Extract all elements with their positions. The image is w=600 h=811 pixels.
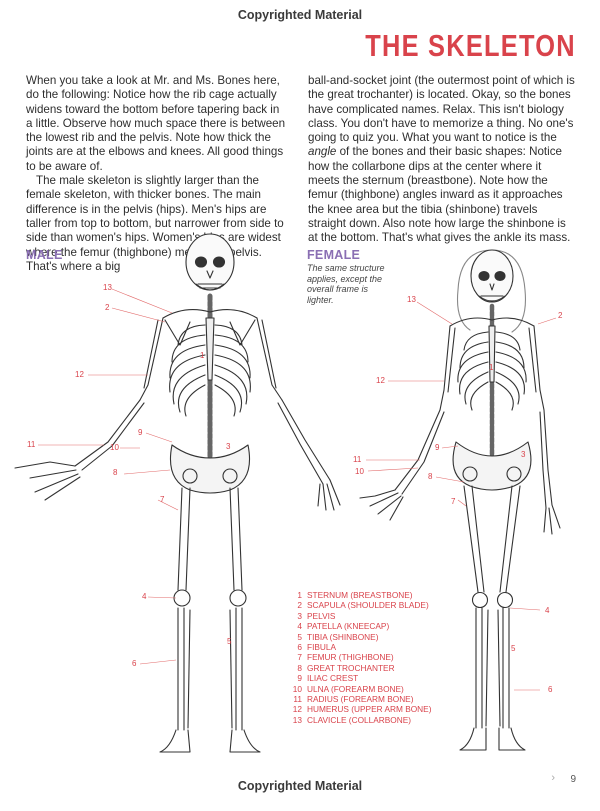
legend-number: 9 [297,673,302,684]
female-callout-9: 9 [435,443,440,452]
legend-label: TIBIA (SHINBONE) [307,631,379,642]
page-title: THE SKELETON [365,28,576,63]
male-callout-8: 8 [113,468,118,477]
male-callout-13: 13 [103,283,112,292]
right-paragraph-1-a: ball-and-socket joint (the outermost poi… [308,74,575,145]
legend-number: 8 [297,662,302,673]
male-callout-4: 4 [142,592,147,601]
legend-number: 6 [297,642,302,653]
male-callout-9: 9 [138,428,143,437]
male-callout-5: 5 [227,637,232,646]
legend-number: 3 [297,610,302,621]
male-callout-7: 7 [160,495,165,504]
female-callout-5: 5 [511,644,516,653]
watermark-bottom: Copyrighted Material [237,779,363,793]
legend-label: CLAVICLE (COLLARBONE) [307,714,412,725]
right-paragraph-1: ball-and-socket joint (the outermost poi… [308,74,576,246]
legend-label: HUMERUS (UPPER ARM BONE) [307,704,432,715]
legend-item: 13 CLAVICLE (COLLARBONE) [290,715,431,725]
legend-number: 13 [292,714,302,725]
female-callout-1: 1 [489,363,494,372]
left-paragraph-1: When you take a look at Mr. and Ms. Bone… [26,74,286,173]
female-callout-11: 11 [353,455,362,464]
legend-item: 5 TIBIA (SHINBONE) [290,632,431,642]
legend-item: 2 SCAPULA (SHOULDER BLADE) [290,600,431,610]
watermark-top: Copyrighted Material [237,8,363,22]
legend-item: 10 ULNA (FOREARM BONE) [290,684,431,694]
right-text-column: ball-and-socket joint (the outermost poi… [308,74,576,246]
legend-label: RADIUS (FOREARM BONE) [307,694,414,705]
legend-label: ULNA (FOREARM BONE) [307,683,404,694]
legend-number: 1 [297,590,302,600]
legend-item: 9 ILIAC CREST [290,673,431,683]
male-callout-1: 1 [200,351,205,360]
legend-label: FEMUR (THIGHBONE) [307,652,394,663]
legend-label: GREAT TROCHANTER [307,662,395,673]
legend-number: 5 [297,631,302,642]
male-callout-6: 6 [132,659,137,668]
male-callout-2: 2 [105,303,110,312]
legend-number: 11 [293,694,302,705]
male-callout-3: 3 [226,442,231,451]
male-callout-10: 10 [110,443,119,452]
legend-number: 4 [297,621,302,632]
female-callout-2: 2 [558,311,563,320]
bone-legend: 1 STERNUM (BREASTBONE) 2 SCAPULA (SHOULDER… [290,590,432,725]
legend-item: 6 FIBULA [290,642,431,652]
female-callout-8: 8 [428,472,433,481]
female-header: FEMALE [307,248,361,262]
legend-label: FIBULA [307,642,337,653]
page-arrow-icon: › [551,772,555,784]
legend-label: PATELLA (KNEECAP) [307,621,390,632]
male-callout-12: 12 [75,370,84,379]
legend-item: 11 RADIUS (FOREARM BONE) [290,694,431,704]
legend-number: 7 [297,652,302,663]
male-header: MALE [26,248,63,262]
female-callout-6: 6 [548,685,553,694]
legend-label: SCAPULA (SHOULDER BLADE) [307,600,429,611]
legend-number: 10 [292,683,302,694]
female-callout-12: 12 [376,376,385,385]
right-paragraph-1-emphasis: angle [308,145,337,159]
legend-label: PELVIS [307,610,336,621]
legend-label: STERNUM (BREASTBONE) [307,590,413,600]
female-callout-7: 7 [451,497,456,506]
female-callout-4: 4 [545,606,550,615]
female-callout-10: 10 [355,467,364,476]
female-callout-3: 3 [521,450,526,459]
legend-item: 7 FEMUR (THIGHBONE) [290,652,431,662]
male-callout-11: 11 [27,440,36,449]
legend-item: 1 STERNUM (BREASTBONE) [290,590,431,600]
female-caption: The same structure applies, except the o… [307,263,385,305]
legend-number: 12 [292,704,302,715]
female-callout-13: 13 [407,295,416,304]
legend-number: 2 [297,600,302,611]
page-number: 9 [570,774,576,785]
legend-item: 3 PELVIS [290,611,431,621]
legend-item: 4 PATELLA (KNEECAP) [290,621,431,631]
legend-label: ILIAC CREST [307,673,359,684]
right-paragraph-1-b: of the bones and their basic shapes: Not… [308,145,571,245]
legend-item: 8 GREAT TROCHANTER [290,663,431,673]
legend-item: 12 HUMERUS (UPPER ARM BONE) [290,704,432,715]
